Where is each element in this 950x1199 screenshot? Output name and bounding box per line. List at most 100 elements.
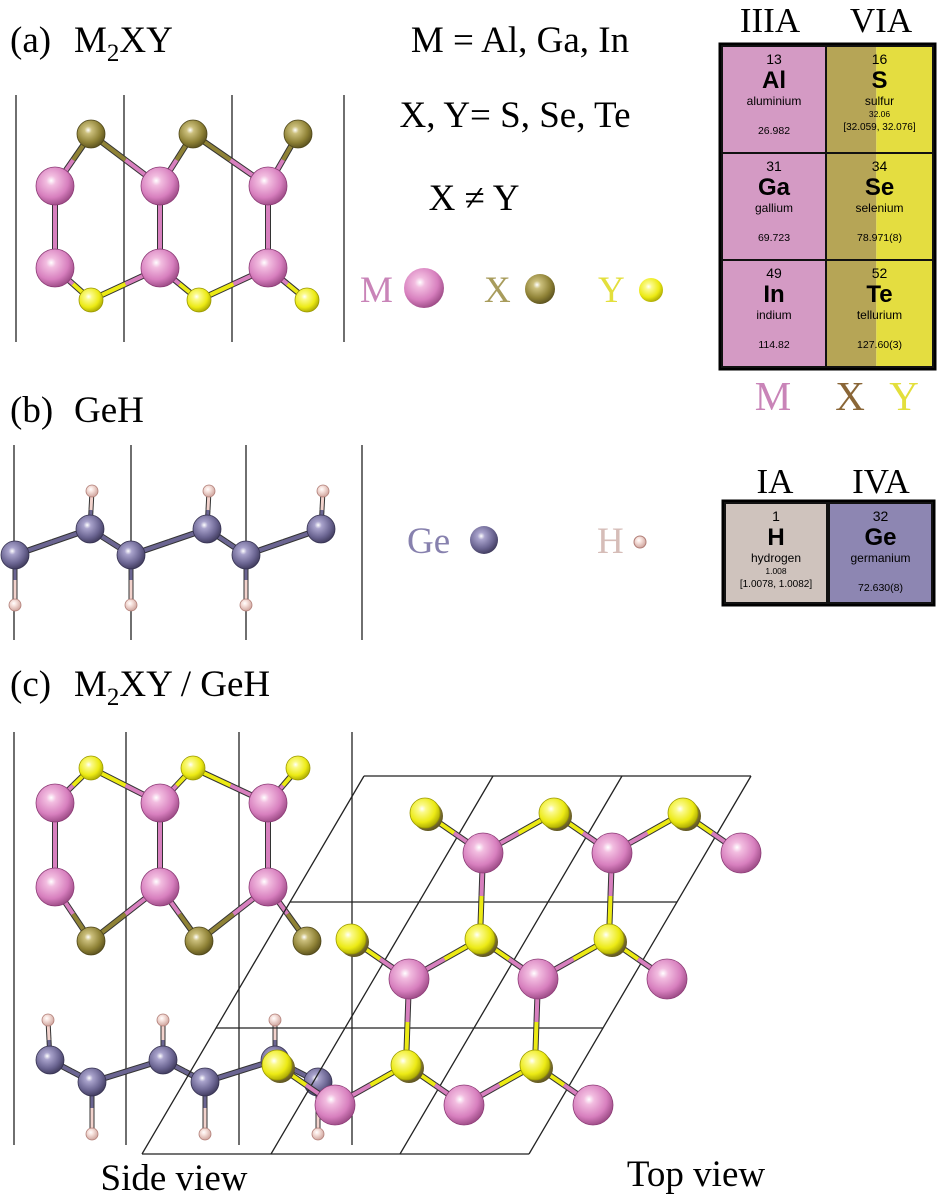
cell-bg xyxy=(876,260,933,367)
table1-footer-y: Y xyxy=(889,373,919,419)
m-atom xyxy=(140,783,180,823)
h-atom xyxy=(8,598,22,612)
panel-b: (b) GeH Ge H xyxy=(0,390,647,640)
y-atom xyxy=(519,1049,551,1081)
m-atom xyxy=(35,867,75,907)
atomic-mass: 69.723 xyxy=(758,232,790,244)
y-atom xyxy=(335,923,367,955)
h-atom xyxy=(198,1127,212,1141)
table2-header-ia: IA xyxy=(757,462,795,501)
atomic-number: 31 xyxy=(766,158,782,174)
formula-subscript: 2 xyxy=(107,40,120,67)
panel-c-formula: M2XY / GeH xyxy=(74,664,270,711)
h-atom xyxy=(202,484,216,498)
element-symbol: Se xyxy=(865,174,894,201)
y-atom xyxy=(78,755,104,781)
y-atom xyxy=(390,1049,422,1081)
h-atom xyxy=(85,1127,99,1141)
ge-atom xyxy=(116,540,146,570)
m-atom xyxy=(140,248,180,288)
x-atom xyxy=(76,926,106,956)
atomic-number: 52 xyxy=(872,265,888,281)
legend-ge-label: Ge xyxy=(407,521,450,562)
element-symbol: S xyxy=(871,67,887,94)
x-atom xyxy=(184,926,214,956)
cell-bg xyxy=(722,260,826,367)
cell-bg xyxy=(826,260,877,367)
equation-xy: X, Y= S, Se, Te xyxy=(399,95,630,136)
ge-atom xyxy=(75,514,105,544)
atomic-number: 49 xyxy=(766,265,782,281)
equation-x-neq-y: X ≠ Y xyxy=(429,178,520,219)
atomic-mass: 78.971(8) xyxy=(857,232,902,244)
table1-header-via: VIA xyxy=(850,1,913,40)
h-atom xyxy=(239,598,253,612)
element-name: indium xyxy=(756,308,791,322)
element-symbol: Al xyxy=(762,67,786,94)
h-atom xyxy=(41,1013,55,1027)
legend-b: Ge H xyxy=(407,521,647,562)
atomic-number: 32 xyxy=(873,508,889,524)
m-atom xyxy=(248,248,288,288)
x-atom xyxy=(178,119,208,149)
element-name: germanium xyxy=(850,551,910,565)
element-name: gallium xyxy=(755,201,793,215)
m-atom xyxy=(572,1084,614,1126)
element-symbol: In xyxy=(763,281,784,308)
formula-rest: XY xyxy=(119,20,172,61)
element-symbol: H xyxy=(767,524,784,551)
side-view-caption: Side view xyxy=(101,1158,248,1199)
y-atom xyxy=(294,287,320,313)
legend-x-atom xyxy=(525,274,555,304)
m-atom xyxy=(248,867,288,907)
atomic-mass-range: [1.0078, 1.0082] xyxy=(740,579,813,590)
m-atom xyxy=(35,783,75,823)
ge-atom xyxy=(231,540,261,570)
y-atom xyxy=(538,797,570,829)
x-atom xyxy=(76,119,106,149)
atomic-mass: 127.60(3) xyxy=(857,339,902,351)
heterostructure-side-view xyxy=(13,732,353,1145)
element-symbol: Te xyxy=(866,281,892,308)
y-atom xyxy=(464,923,496,955)
ge-atom xyxy=(190,1067,220,1097)
h-atom xyxy=(156,1013,170,1027)
equation-m: M = Al, Ga, In xyxy=(411,20,629,61)
y-atom xyxy=(285,755,311,781)
m-atom xyxy=(314,1084,356,1126)
cell-border xyxy=(724,502,828,604)
panel-b-label: (b) xyxy=(10,390,53,431)
element-symbol: Ga xyxy=(758,174,791,201)
formula-subscript: 2 xyxy=(107,684,120,711)
cell-bg xyxy=(722,46,826,153)
y-atom xyxy=(409,797,441,829)
m-atom xyxy=(140,166,180,206)
m-atom xyxy=(443,1084,485,1126)
cell-bg xyxy=(876,153,933,260)
cell-border xyxy=(828,502,933,604)
top-view-caption: Top view xyxy=(627,1154,765,1195)
panel-c: (c) M2XY / GeH Side view Top view xyxy=(10,664,765,1199)
panel-a: (a) M2XY M = Al, Ga, In X, Y= S, Se, Te … xyxy=(10,20,663,342)
table1-footer-m: M xyxy=(755,373,791,419)
m-atom xyxy=(388,958,430,1000)
y-atom xyxy=(667,797,699,829)
legend-y-label: Y xyxy=(598,270,625,311)
table2-frame xyxy=(721,499,936,607)
legend-x-label: X xyxy=(484,270,511,311)
table2-header-iva: IVA xyxy=(852,462,910,501)
element-name: tellurium xyxy=(857,308,902,322)
x-atom xyxy=(292,926,322,956)
atomic-number: 13 xyxy=(766,51,782,67)
cell-bg xyxy=(725,503,827,603)
cell-boundary xyxy=(270,775,494,1155)
m-atom xyxy=(591,832,633,874)
legend-m-label: M xyxy=(360,270,393,311)
